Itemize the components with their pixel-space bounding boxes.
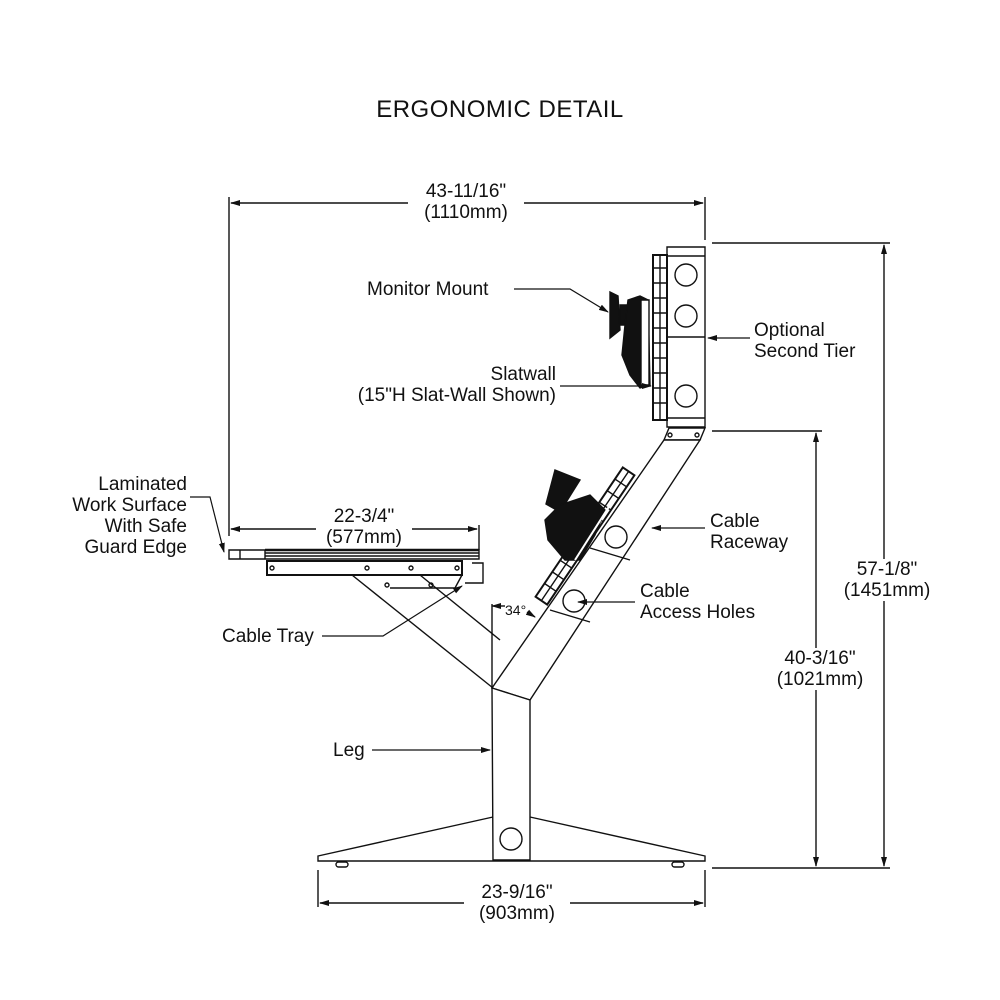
base-width-metric: (903mm) xyxy=(478,903,555,924)
overall-height-imperial: 57-1/8" xyxy=(856,559,918,580)
base-width-label: 23-9/16" (903mm) xyxy=(464,882,570,924)
cable-hole xyxy=(675,305,697,327)
upper-monitor-mount xyxy=(610,292,650,388)
cable-tray xyxy=(390,575,462,588)
leg-hole xyxy=(500,828,522,850)
overall-height-dimension xyxy=(712,243,890,868)
overall-depth-imperial: 43-11/16" xyxy=(425,181,507,202)
drawing-title: ERGONOMIC DETAIL xyxy=(376,96,624,123)
angle-label: 34° xyxy=(505,602,527,618)
upper-slatwall xyxy=(653,255,667,420)
cable-access-holes-label: Cable Access Holes xyxy=(640,581,756,623)
leg-label: Leg xyxy=(333,740,365,761)
leader-lines xyxy=(190,289,750,753)
work-surface-depth-label: 22-3/4" (577mm) xyxy=(316,506,412,548)
work-surface-depth-metric: (577mm) xyxy=(325,527,402,548)
lower-monitor-mount xyxy=(545,470,610,560)
raceway-height-imperial: 40-3/16" xyxy=(784,648,856,669)
leg xyxy=(492,688,530,860)
cable-hole xyxy=(675,264,697,286)
overall-height-label: 57-1/8" (1451mm) xyxy=(833,559,941,601)
overall-depth-metric: (1110mm) xyxy=(424,202,508,223)
cable-hole xyxy=(675,385,697,407)
monitor-mount-label: Monitor Mount xyxy=(367,279,489,300)
work-surface xyxy=(229,550,500,688)
cable-raceway-label: Cable Raceway xyxy=(710,511,789,553)
overall-height-metric: (1451mm) xyxy=(843,580,931,601)
raceway-top-plate xyxy=(664,428,705,440)
optional-second-tier xyxy=(667,247,705,427)
slatwall-label: Slatwall (15"H Slat-Wall Shown) xyxy=(357,364,556,406)
raceway-height-label: 40-3/16" (1021mm) xyxy=(766,648,874,690)
overall-depth-label: 43-11/16" (1110mm) xyxy=(408,181,524,223)
laminated-work-surface-label: Laminated Work Surface With Safe Guard E… xyxy=(72,474,187,558)
angle-indicator xyxy=(491,603,536,688)
base-foot xyxy=(318,817,705,867)
cable-access-hole xyxy=(605,526,627,548)
cable-raceway xyxy=(492,440,700,700)
work-surface-depth-imperial: 22-3/4" xyxy=(333,506,395,527)
optional-second-tier-label: Optional Second Tier xyxy=(754,320,856,362)
raceway-height-metric: (1021mm) xyxy=(776,669,864,690)
cable-tray-label: Cable Tray xyxy=(222,626,314,647)
base-width-imperial: 23-9/16" xyxy=(481,882,553,903)
